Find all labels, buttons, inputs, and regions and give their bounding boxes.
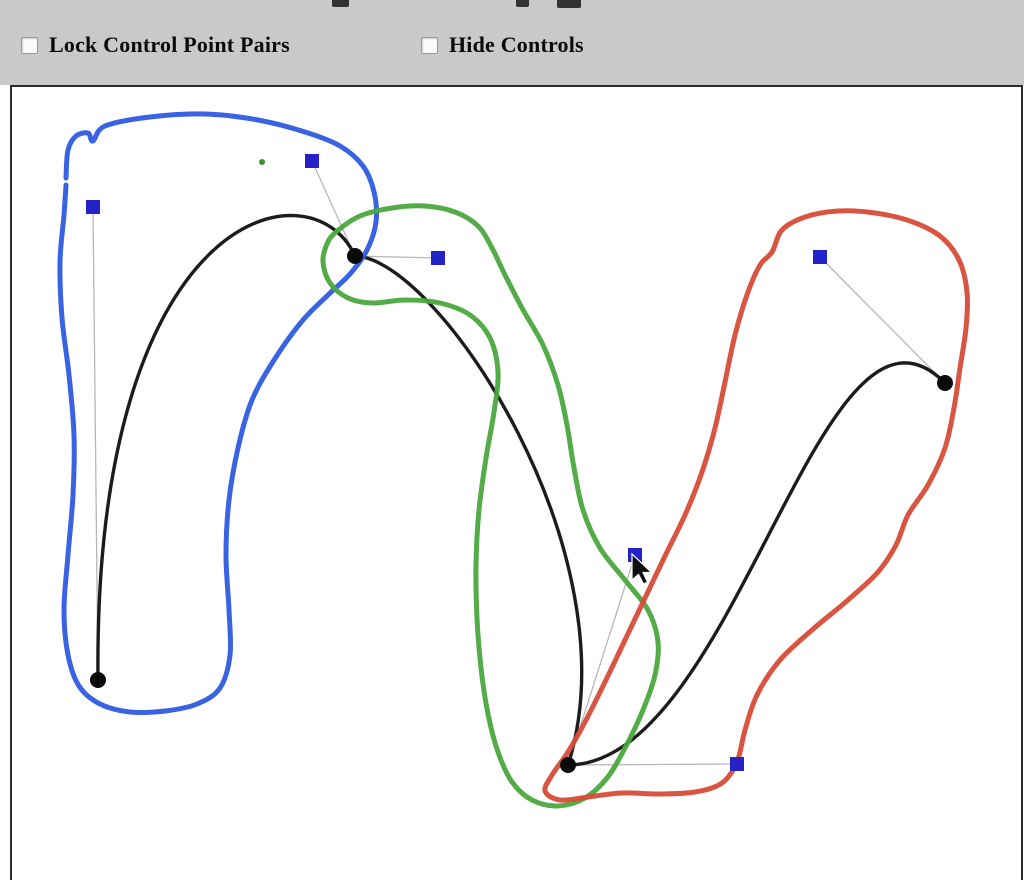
hide-controls-label: Hide Controls: [449, 32, 584, 57]
checkbox-box[interactable]: [421, 36, 438, 54]
clipped-text-fragment: [516, 0, 529, 7]
toolbar: Lock Control Point Pairs Hide Controls: [0, 0, 1024, 85]
checkbox-box[interactable]: [21, 36, 38, 54]
lock-control-point-pairs-checkbox[interactable]: Lock Control Point Pairs: [21, 32, 290, 58]
drawing-canvas[interactable]: [10, 85, 1023, 880]
lock-control-point-pairs-label: Lock Control Point Pairs: [49, 32, 290, 57]
clipped-text-fragment: [332, 0, 349, 7]
clipped-text-fragment: [557, 0, 581, 8]
hide-controls-checkbox[interactable]: Hide Controls: [421, 32, 584, 58]
